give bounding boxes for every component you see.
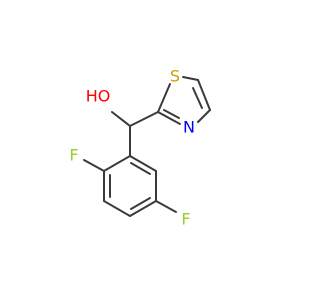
bond-thiazole-c4-n: [197, 109, 211, 123]
fluorine-top-label: F: [69, 146, 78, 165]
bond-thiazole-s-c5: [182, 76, 199, 81]
bond-ring-c3-c4: [103, 200, 131, 217]
bond-thiazole-c2-s: [157, 83, 171, 113]
bond-c-oh: [111, 111, 131, 127]
bond-ring-c4-c5: [129, 200, 157, 217]
structure-diagram: HO S N F F: [69, 67, 211, 229]
hydroxyl-label: HO: [86, 87, 111, 106]
bond-c5-f: [155, 200, 177, 213]
nitrogen-label: N: [183, 118, 195, 137]
bond-thiazole-n-c2-inner: [163, 109, 180, 119]
bond-ring-inner-3: [130, 162, 151, 175]
bond-ring-inner-2: [130, 197, 151, 210]
bond-ring-c6-c1: [129, 155, 157, 172]
bond-thiazole-n-c2: [157, 111, 181, 125]
bond-thiazole-c5-c4: [197, 79, 211, 111]
bond-c2-f: [83, 159, 105, 172]
bond-ring-c1-c2: [103, 155, 131, 172]
bond-c-thiazole: [129, 111, 159, 127]
bond-thiazole-c5-c4-inner: [192, 87, 203, 109]
sulfur-label: S: [170, 67, 180, 86]
fluorine-bottom-label: F: [181, 210, 190, 229]
